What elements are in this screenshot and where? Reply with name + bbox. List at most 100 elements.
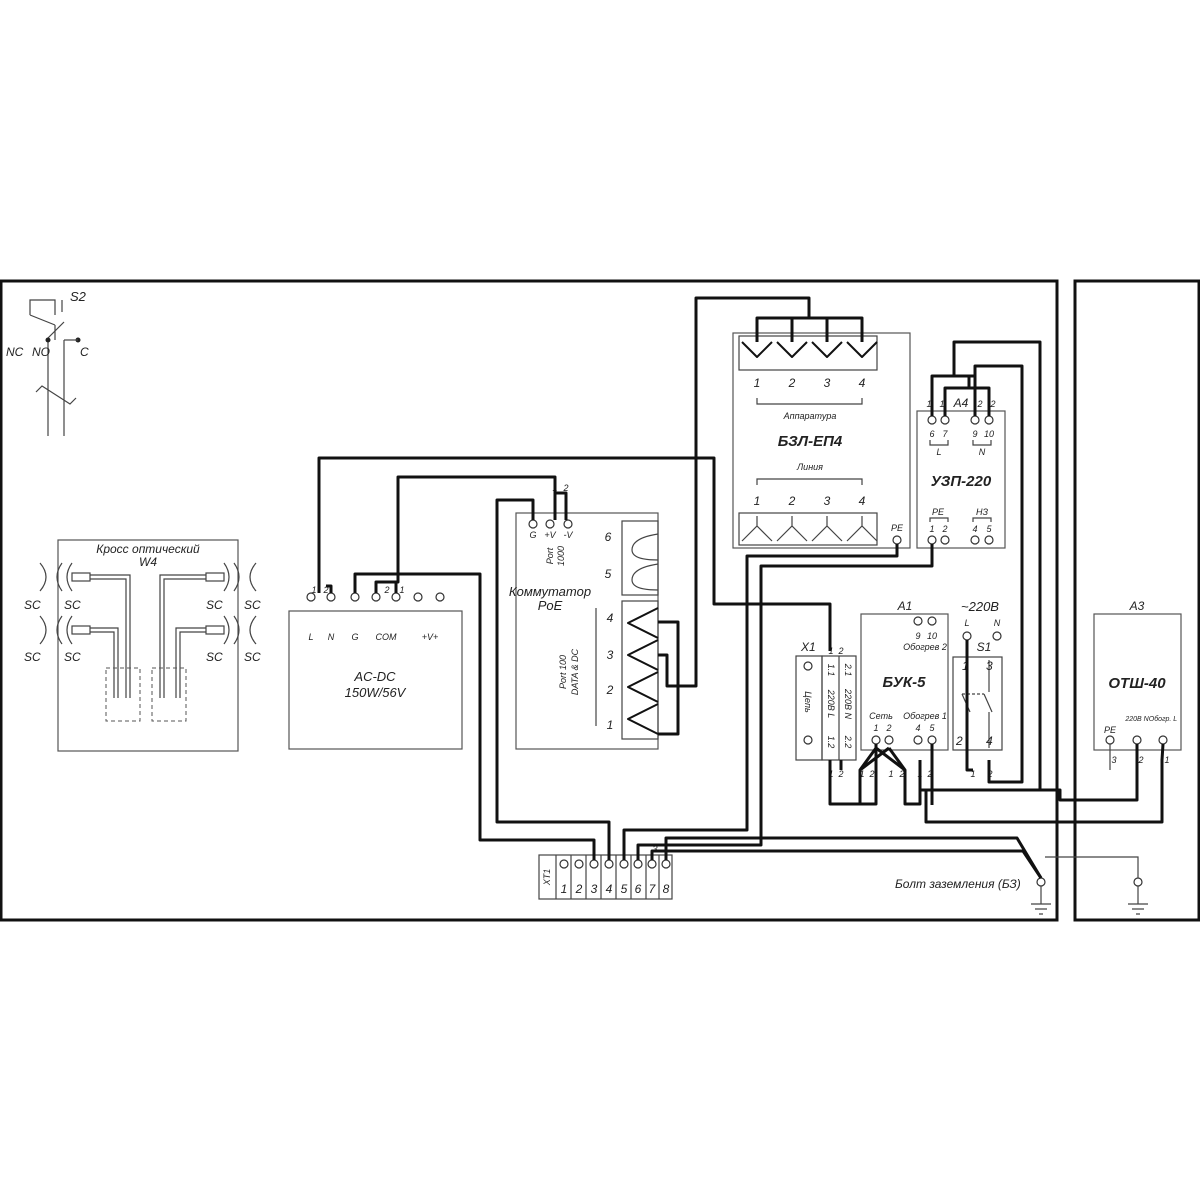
x1-t21: 2.1 (843, 663, 853, 677)
sc-label: SC (64, 598, 81, 612)
ground-label: Болт заземления (БЗ) (895, 877, 1021, 891)
buk-bottom-term: 4 (915, 723, 920, 733)
xt1-cells (559, 855, 671, 899)
bzl-pe: PE (891, 523, 904, 533)
port100-label-1: Port 100 (558, 655, 568, 689)
x1-wire-num: 2 (837, 646, 843, 656)
otsh-sub: Обогр. L (1149, 715, 1178, 723)
buk-bottom-term: 1 (873, 723, 878, 733)
s1-num: 3 (986, 659, 993, 673)
buk-bottom-term: 5 (929, 723, 935, 733)
poe-port-3: 3 (607, 648, 614, 662)
wire-com (374, 475, 557, 593)
buk-wire-num: 2 (898, 769, 904, 779)
buk-top-term: 9 (915, 631, 920, 641)
xt1-wire-num: 3 (652, 844, 657, 854)
wire-ground (650, 849, 1043, 879)
poe-wire-num: 2 (562, 483, 568, 493)
xt1-terminal-strip: ХТ1 1 2 3 4 5 6 7 8 3 (538, 844, 673, 900)
buk-heat1: Обогрев 1 (903, 711, 947, 721)
s2-nc-label: NC (6, 345, 24, 359)
acdc-term-com: COM (376, 632, 398, 642)
wire-buk-cross (858, 746, 922, 806)
wire-uzp-l (969, 364, 1024, 784)
uzp-bottom-term: 1 (929, 524, 934, 534)
xt1-num: 8 (663, 882, 670, 896)
s1-num: 2 (955, 734, 963, 748)
otsh-ref: A3 (1129, 599, 1145, 613)
poe-port-6: 6 (605, 530, 612, 544)
acdc-wire-num: 2 (383, 585, 389, 595)
buk-title: БУК-5 (883, 674, 927, 691)
bzl-ep4: 1 2 3 4 Аппаратура БЗЛ-ЕП4 Линия 1 2 3 4… (732, 332, 911, 549)
x1-ref: X1 (800, 640, 816, 654)
poe-port-1: 1 (607, 718, 614, 732)
optical-cross: Кросс оптический W4 SC SC SC SC SC SC SC… (24, 539, 261, 752)
uzp-220: 1 1 2 2 A4 6 7 9 10 L N УЗП-220 PE НЗ 1 … (916, 396, 1006, 549)
cross-title-2: W4 (139, 555, 157, 569)
acdc-term-g: G (351, 632, 358, 642)
s1-num: 1 (962, 659, 969, 673)
otsh-40: A3 ОТШ-40 PE 220В N Обогр. L 3 2 1 (1093, 599, 1182, 915)
s2-no-label: NO (32, 345, 50, 359)
port1000-label-1: Port (545, 547, 555, 564)
xt1-num: 1 (561, 882, 568, 896)
switch-s2: S2 NC NO C (6, 289, 89, 436)
s1-num: 4 (986, 734, 993, 748)
buk-set: Сеть (869, 711, 893, 721)
buk-wire-num: 1 (859, 769, 864, 779)
bzl-bottom-num: 2 (788, 494, 796, 508)
bzl-bottom-label: Линия (796, 462, 823, 472)
poe-port-5: 5 (605, 567, 612, 581)
otsh-title: ОТШ-40 (1108, 675, 1166, 692)
poe-port-4: 4 (607, 611, 614, 625)
wire-l (317, 456, 832, 651)
s1-voltage: ~220В (961, 599, 999, 614)
acdc-term-v: +V+ (422, 632, 439, 642)
x1-bottom-num: 2 (837, 769, 843, 779)
sc-label: SC (244, 650, 261, 664)
xt1-num: 2 (575, 882, 583, 896)
otsh-sub: PE (1104, 725, 1117, 735)
xt1-num: 7 (649, 882, 657, 896)
uzp-ref: A4 (953, 396, 969, 410)
x1-t22: 2.2 (843, 735, 853, 749)
poe-term-g: G (529, 530, 536, 540)
uzp-nz: НЗ (976, 507, 988, 517)
poe-title-1: Коммутатор (509, 584, 591, 599)
ground-bolt: Болт заземления (БЗ) (895, 877, 1051, 915)
bzl-top-num: 2 (788, 376, 796, 390)
acdc-psu: L N G COM +V+ 1 2 2 1 AC-DC 150W/56V (288, 585, 463, 750)
sc-label: SC (24, 650, 41, 664)
acdc-term-l: L (308, 632, 313, 642)
poe-port-2: 2 (606, 683, 614, 697)
sc-label: SC (206, 598, 223, 612)
otsh-sub: 220В N (1124, 716, 1149, 723)
x1-circuit: Цепь (803, 691, 813, 713)
poe-term-minus: -V (564, 530, 574, 540)
uzp-wire-num: 2 (989, 399, 995, 409)
acdc-wire-num: 2 (322, 585, 328, 595)
x1-t11: 1.1 (826, 664, 836, 677)
wire-uzp-n (920, 340, 1042, 792)
s1-l: L (964, 618, 969, 628)
uzp-n: N (979, 447, 986, 457)
buk-top-term: 10 (927, 631, 937, 641)
buk-wire-num: 1 (888, 769, 893, 779)
switch-s1: ~220В L N S1 1 3 2 4 1 2 (952, 599, 1003, 779)
x1-t12: 1.2 (826, 736, 836, 749)
uzp-l: L (936, 447, 941, 457)
s1-wire-num: 1 (970, 769, 975, 779)
uzp-top-term: 10 (984, 429, 994, 439)
uzp-bottom-term: 4 (972, 524, 977, 534)
bzl-bottom-num: 3 (824, 494, 831, 508)
x1-220n: 220В N (843, 688, 853, 720)
uzp-wire-num: 1 (939, 399, 944, 409)
otsh-wire-num: 1 (1164, 755, 1169, 765)
uzp-wire-num: 2 (976, 399, 982, 409)
buk-5: A1 9 10 Обогрев 2 БУК-5 Сеть Обогрев 1 1… (859, 599, 949, 779)
wire-uzp-pe (636, 544, 934, 860)
bzl-top-label: Аппаратура (783, 411, 837, 421)
xt1-ref: ХТ1 (542, 869, 552, 887)
bzl-bottom-num: 4 (859, 494, 866, 508)
